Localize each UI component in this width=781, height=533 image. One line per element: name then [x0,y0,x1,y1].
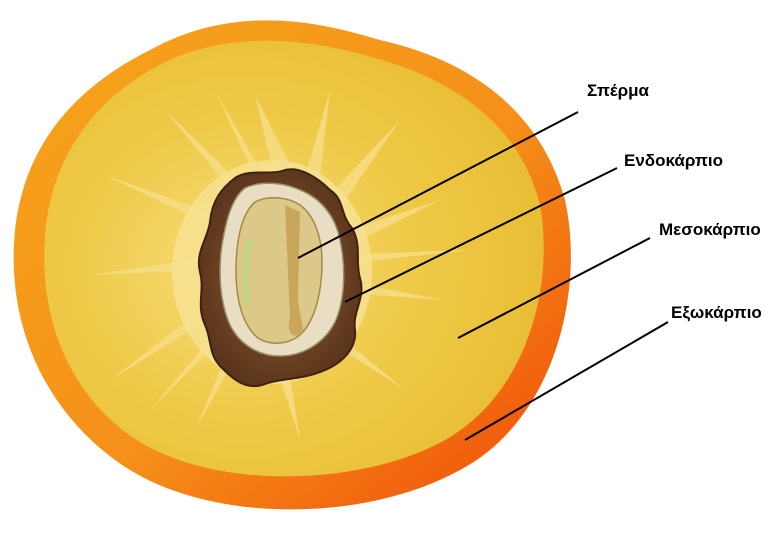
label-seed: Σπέρμα [587,81,650,100]
label-exocarp: Εξωκάρπιο [671,303,762,322]
label-endocarp: Ενδοκάρπιο [624,151,723,170]
label-mesocarp: Μεσοκάρπιο [659,220,761,239]
seed-kernel [236,198,322,343]
